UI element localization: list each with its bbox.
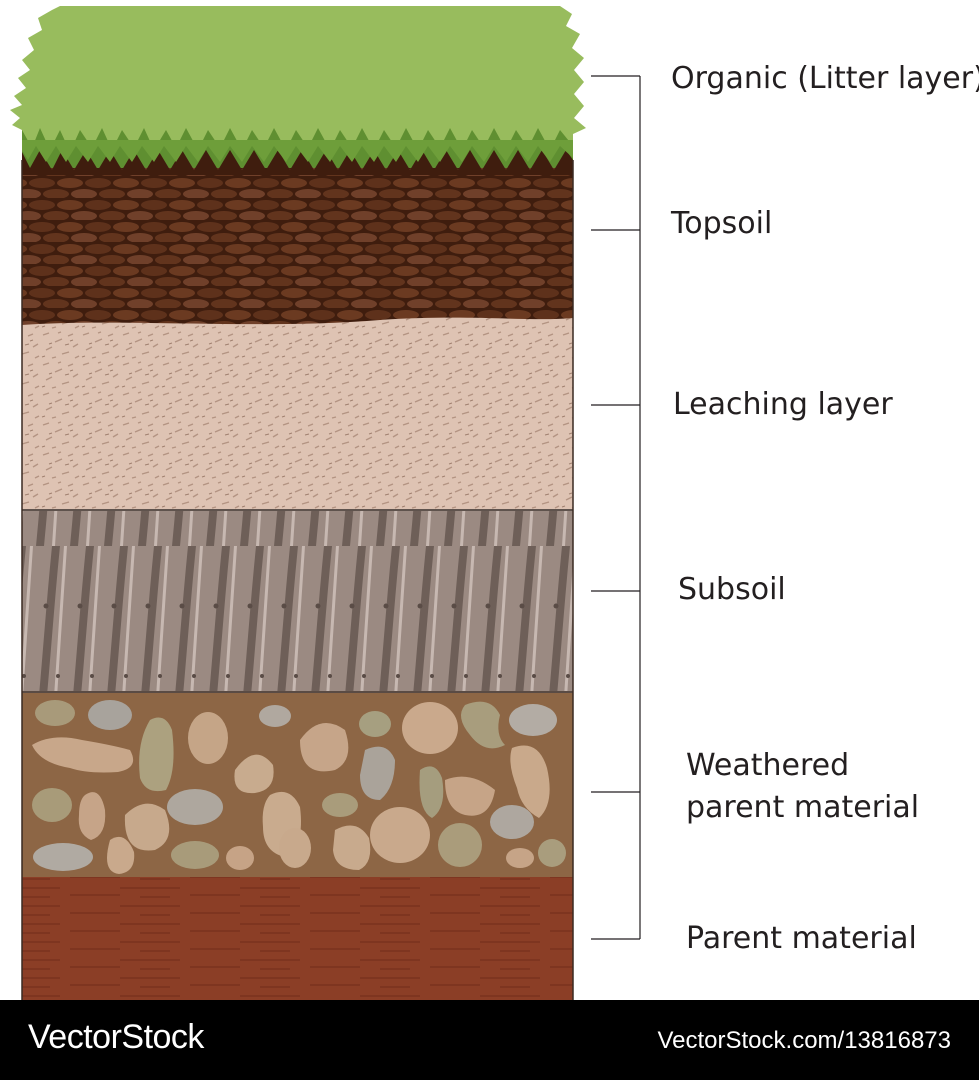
stones [32,700,566,874]
brand-logo: VectorStock [28,1018,204,1056]
label-parent-material: Parent material [686,921,917,956]
topsoil-layer [22,160,573,325]
leaching-layer [22,317,573,510]
image-id-text: VectorStock.com/13816873 [657,1027,951,1054]
grass-icon [10,6,586,175]
watermark-footer: VectorStock VectorStock.com/13816873 [0,1000,979,1080]
label-topsoil: Topsoil [671,206,773,241]
subsoil-layer [22,510,573,692]
parent-material-layer [22,877,573,1000]
label-weathered-parent-material: Weathered parent material [686,748,920,825]
label-organic-layer: Organic (Litter layer) [671,61,979,96]
soil-profile-illustration [10,6,641,1000]
soil-profile-diagram: Organic (Litter layer) Topsoil Leaching … [10,6,979,1000]
label-bracket [591,75,641,940]
label-subsoil: Subsoil [678,572,786,607]
label-leaching-layer: Leaching layer [673,387,893,422]
